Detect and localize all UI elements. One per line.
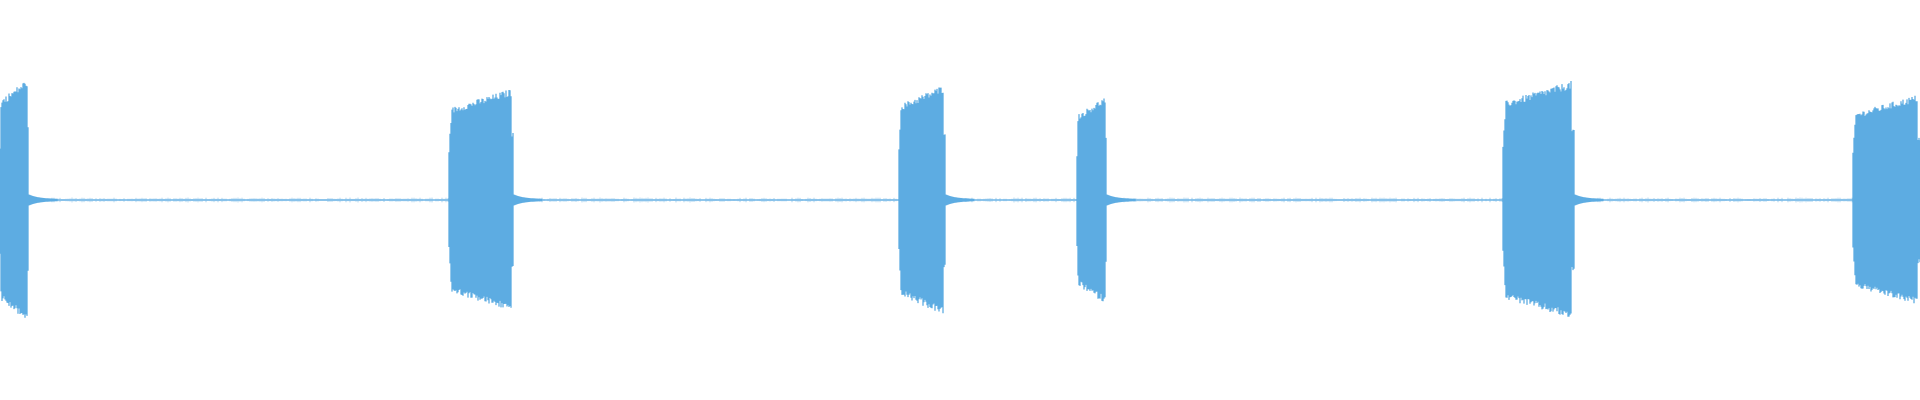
waveform-segments: [0, 81, 1920, 318]
waveform-segment-tail: [1106, 194, 1136, 206]
waveform-segment: [1852, 95, 1920, 304]
waveform-segment-tail: [513, 194, 543, 206]
waveform-segment-tail: [1574, 194, 1604, 206]
baseline-noise: [0, 197, 1919, 203]
waveform-segment: [898, 87, 946, 314]
waveform-segment: [448, 90, 514, 308]
waveform-segment: [0, 82, 29, 318]
waveform-segment: [1076, 98, 1107, 302]
waveform-segment-tail: [28, 194, 58, 206]
waveform-segment-tail: [945, 194, 975, 206]
waveform-segment: [1502, 81, 1575, 317]
